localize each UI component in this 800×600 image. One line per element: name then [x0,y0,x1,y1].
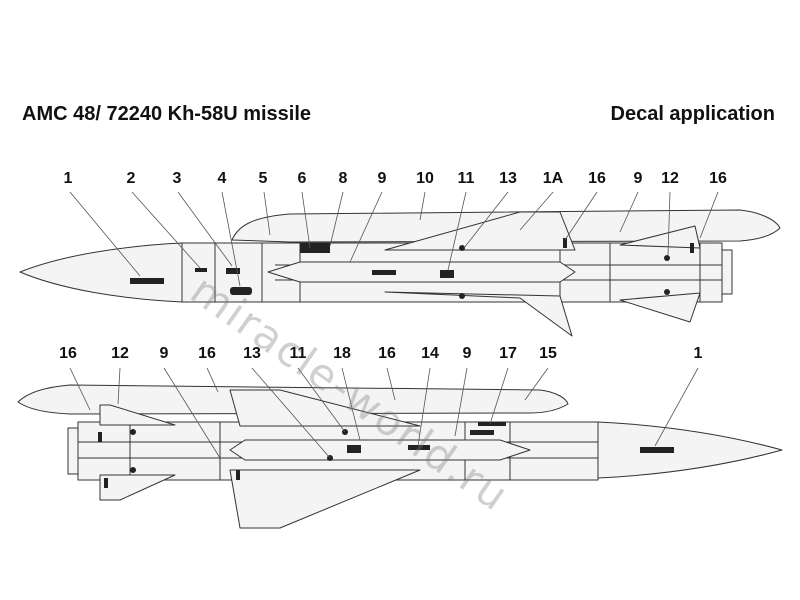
callout-number: 16 [198,345,216,362]
drawing-subtitle: Decal application [610,103,776,125]
drawing-title: AMC 48/ 72240 Kh-58U missile [22,103,312,125]
callout-number: 9 [462,345,472,362]
callout-number: 10 [416,170,434,187]
callout-number: 1 [63,170,73,187]
main-wing-lower [229,469,421,529]
callout-number: 2 [126,170,136,187]
leader-lines [69,191,719,287]
callout-number: 11 [457,170,475,187]
callout-number: 11 [289,345,307,362]
bottom-missile-view [17,367,783,529]
nose-cone [597,421,783,479]
callout-number: 1A [542,170,564,187]
callout-number: 12 [111,345,129,362]
callout-number: 4 [217,170,227,187]
main-wing-lower [384,291,573,337]
tail-fin-upper [99,404,176,426]
engine-pod [229,439,531,461]
stencil-marks [98,422,674,488]
callout-number: 1 [693,345,703,362]
engine-pod [267,261,576,283]
leader-lines [69,367,699,459]
callout-number: 5 [258,170,268,187]
main-wing-upper [229,389,421,427]
tail-fin-lower [619,292,701,323]
callout-number: 9 [377,170,387,187]
callout-number: 17 [499,345,517,362]
nose-cone [19,242,183,303]
rear-nozzle [67,427,79,475]
callout-number: 12 [661,170,679,187]
callout-number: 16 [709,170,727,187]
top-missile-view [19,191,781,337]
callout-number: 16 [59,345,77,362]
tail-fin-upper [619,225,701,249]
callout-number: 15 [539,345,557,362]
tail-fin-lower [99,474,176,501]
callout-number: 18 [333,345,351,362]
callout-number: 16 [378,345,396,362]
callout-number: 14 [421,345,439,362]
callout-number: 3 [172,170,182,187]
callout-number: 16 [588,170,606,187]
rear-nozzle [721,249,733,295]
callout-number: 8 [338,170,348,187]
callout-number: 6 [297,170,307,187]
callout-number: 13 [243,345,261,362]
callout-number: 9 [633,170,643,187]
stencil-marks [130,238,694,299]
callout-number: 9 [159,345,169,362]
callout-number: 13 [499,170,517,187]
